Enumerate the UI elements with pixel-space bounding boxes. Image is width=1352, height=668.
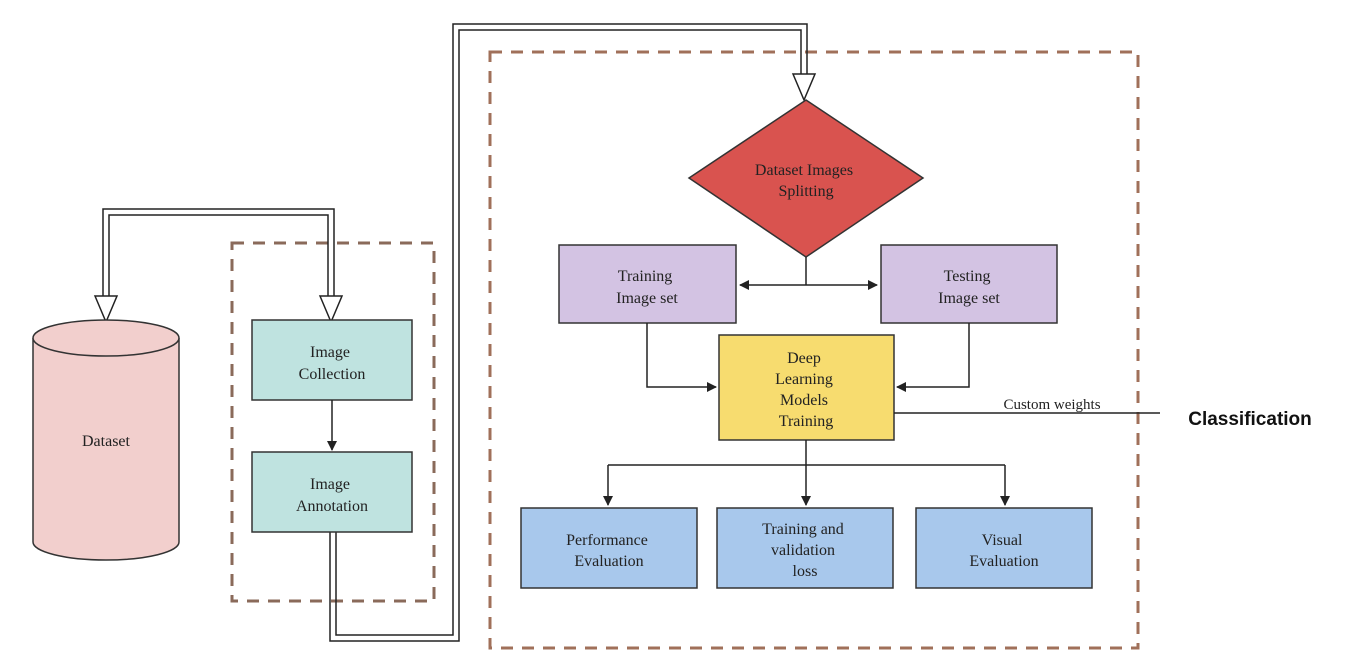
svg-text:Dataset Images Splitting: Dataset Images Splitting: [755, 162, 857, 200]
classification-label: Classification: [1188, 409, 1312, 430]
train-val-loss-line-1: Training and: [762, 521, 844, 538]
split-connector: [739, 257, 878, 290]
splitting-line-1: Dataset Images: [755, 162, 853, 179]
training-set-line-1: Training: [618, 268, 673, 285]
image-collection-box: Image Collection: [251, 319, 413, 401]
image-annotation-box: Image Annotation: [251, 451, 413, 533]
svg-text:Image Collection: Image Collection: [299, 344, 366, 383]
image-annotation-line-2: Annotation: [296, 498, 368, 515]
svg-text:Training and validation: Training and validation loss: [762, 521, 848, 580]
dl-training-line-2: Learning: [775, 371, 833, 388]
classification-group-border: [488, 50, 1140, 650]
splitting-line-2: Splitting: [778, 183, 833, 200]
visual-line-2: Evaluation: [969, 553, 1038, 570]
double-connector-dataset: [93, 208, 344, 324]
svg-text:Visual Evaluation: Visual Evaluation: [969, 532, 1038, 570]
sets-to-training-arrows: [646, 323, 970, 392]
performance-line-1: Performance: [566, 532, 648, 549]
double-connector-splitting: [329, 23, 817, 642]
dl-training-line-3: Models: [780, 392, 828, 409]
training-set-line-2: Image set: [616, 290, 678, 307]
image-collection-line-1: Image: [310, 344, 350, 361]
performance-line-2: Evaluation: [574, 553, 643, 570]
image-collection-line-2: Collection: [299, 366, 366, 383]
annotation-group-border: [230, 241, 436, 603]
svg-text:Performance Evaluation: Performance Evaluation: [566, 532, 652, 570]
svg-text:Deep Learning Mode: Deep Learning Models Training: [775, 350, 837, 430]
dl-training-line-4: Training: [779, 413, 834, 430]
dataset-label: Dataset: [82, 433, 131, 450]
dl-training-line-1: Deep: [787, 350, 821, 367]
testing-set-line-2: Image set: [938, 290, 1000, 307]
train-val-loss-line-3: loss: [793, 563, 818, 580]
training-set-box: Training Image set: [558, 244, 737, 324]
train-val-loss-box: Training and validation loss: [716, 507, 894, 589]
train-val-loss-line-2: validation: [771, 542, 835, 559]
image-annotation-line-1: Image: [310, 476, 350, 493]
dl-training-box: Deep Learning Models Training: [718, 334, 895, 441]
testing-set-line-1: Testing: [944, 268, 991, 285]
testing-set-box: Testing Image set: [880, 244, 1058, 324]
evaluation-connectors: [603, 440, 1010, 506]
visual-line-1: Visual: [982, 532, 1023, 549]
dataset-cylinder: Dataset: [32, 319, 180, 561]
svg-text:Image Annotation: Image Annotation: [296, 476, 368, 515]
performance-box: Performance Evaluation: [520, 507, 698, 589]
svg-text:Testing Image set: Testing Image set: [938, 268, 1000, 307]
splitting-diamond: Dataset Images Splitting: [687, 99, 925, 258]
visual-box: Visual Evaluation: [915, 507, 1093, 589]
svg-text:Training Image set: Training Image set: [616, 268, 678, 307]
custom-weights-label: Custom weights: [1003, 397, 1100, 413]
